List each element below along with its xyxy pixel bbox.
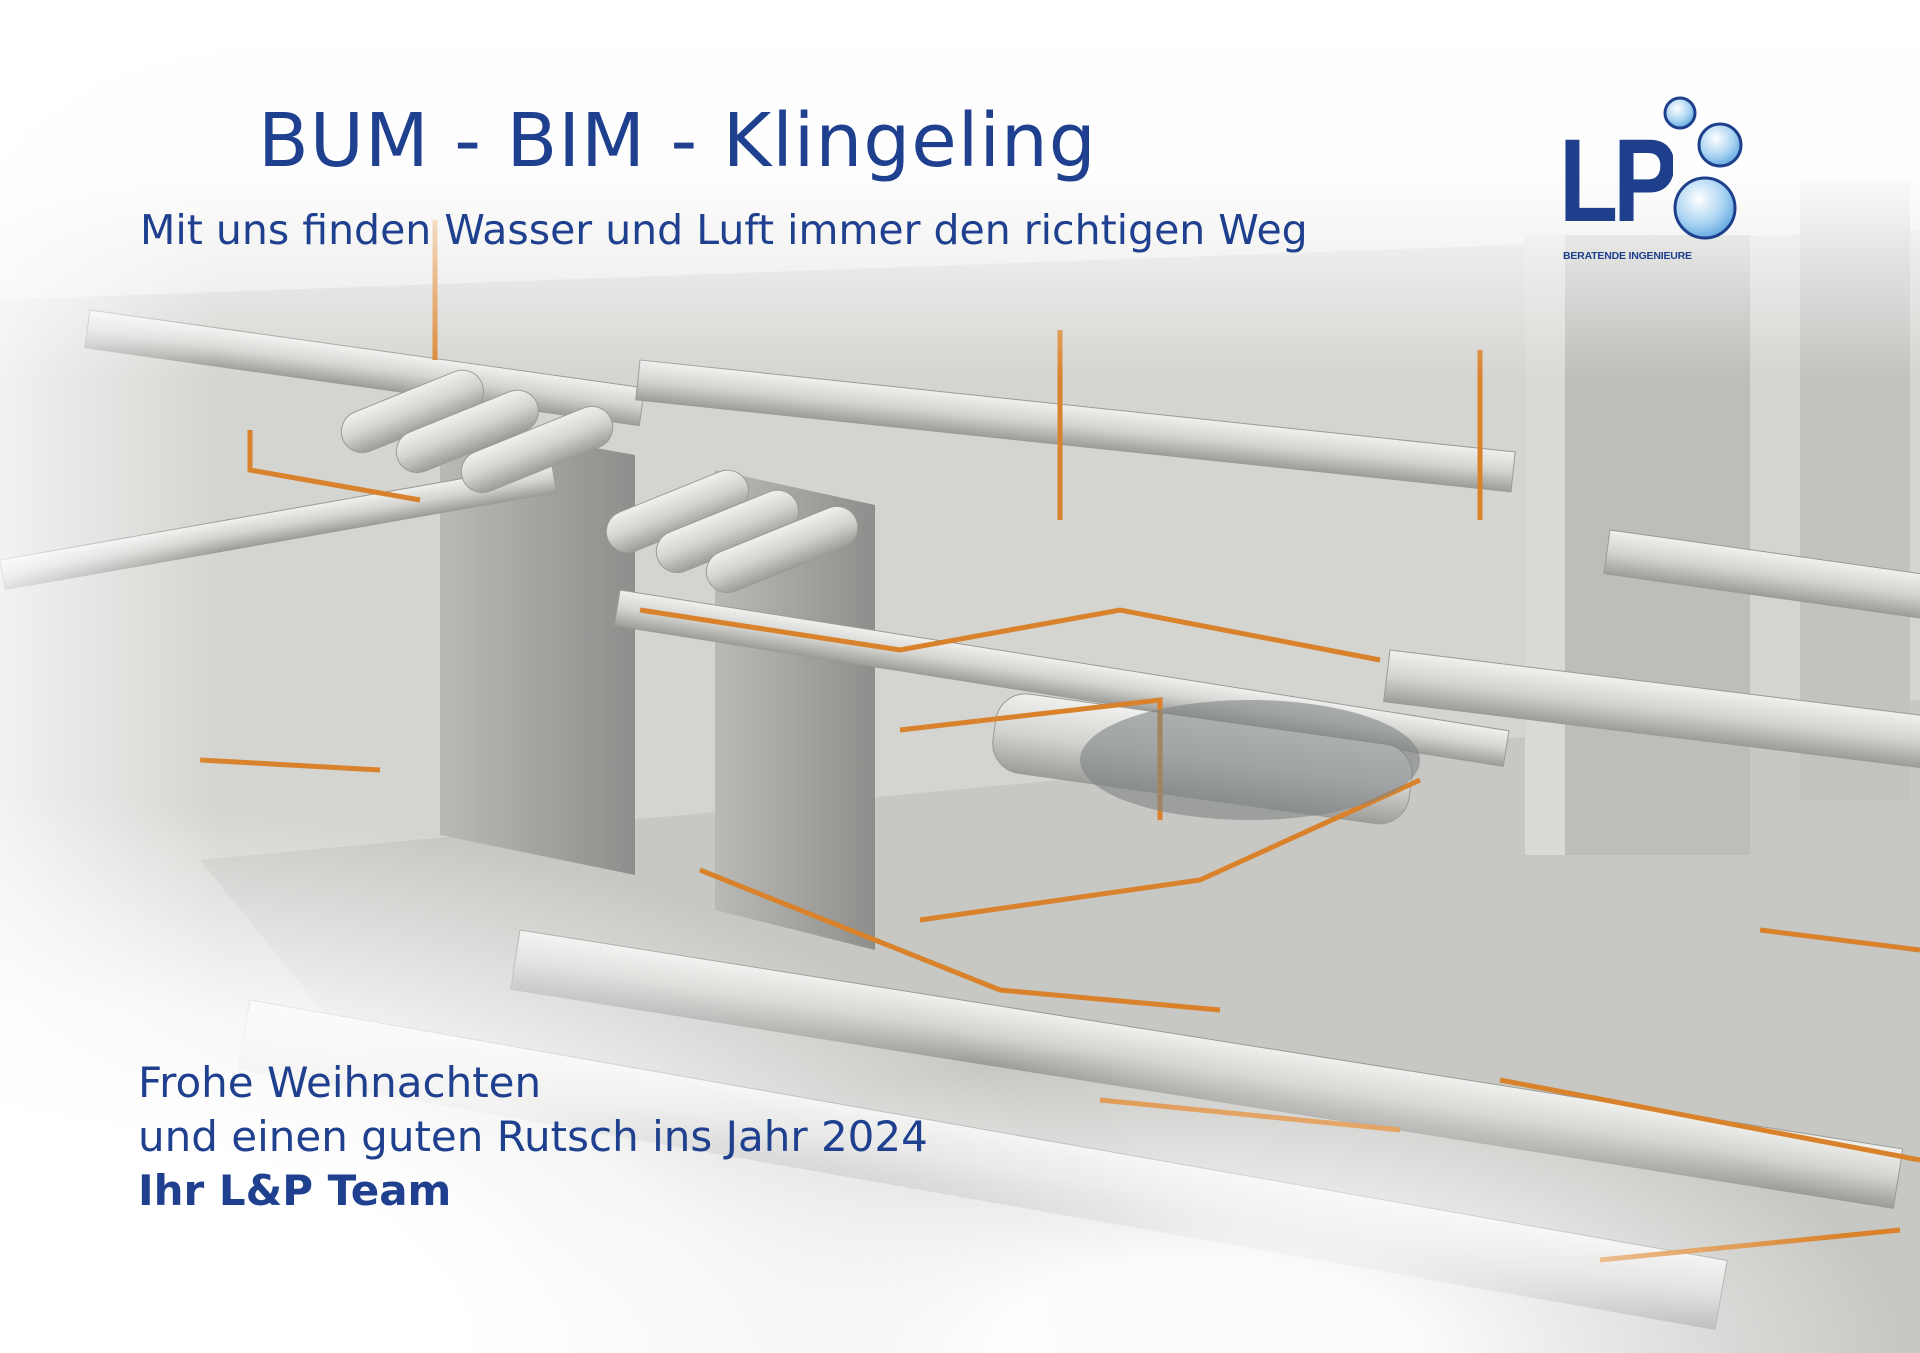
greeting-line-1: Frohe Weihnachten	[138, 1058, 542, 1107]
card-subtitle: Mit uns finden Wasser und Luft immer den…	[140, 206, 1308, 254]
lp-logo: LP BERATENDE INGENIEURE	[1555, 90, 1755, 270]
card-title: BUM - BIM - Klingeling	[258, 98, 1097, 184]
logo-letters: LP	[1559, 122, 1673, 240]
logo-tagline: BERATENDE INGENIEURE	[1563, 250, 1692, 262]
greeting-line-2: und einen guten Rutsch ins Jahr 2024	[138, 1112, 928, 1161]
bubbles-icon	[1663, 96, 1743, 240]
signature: Ihr L&P Team	[138, 1166, 452, 1215]
